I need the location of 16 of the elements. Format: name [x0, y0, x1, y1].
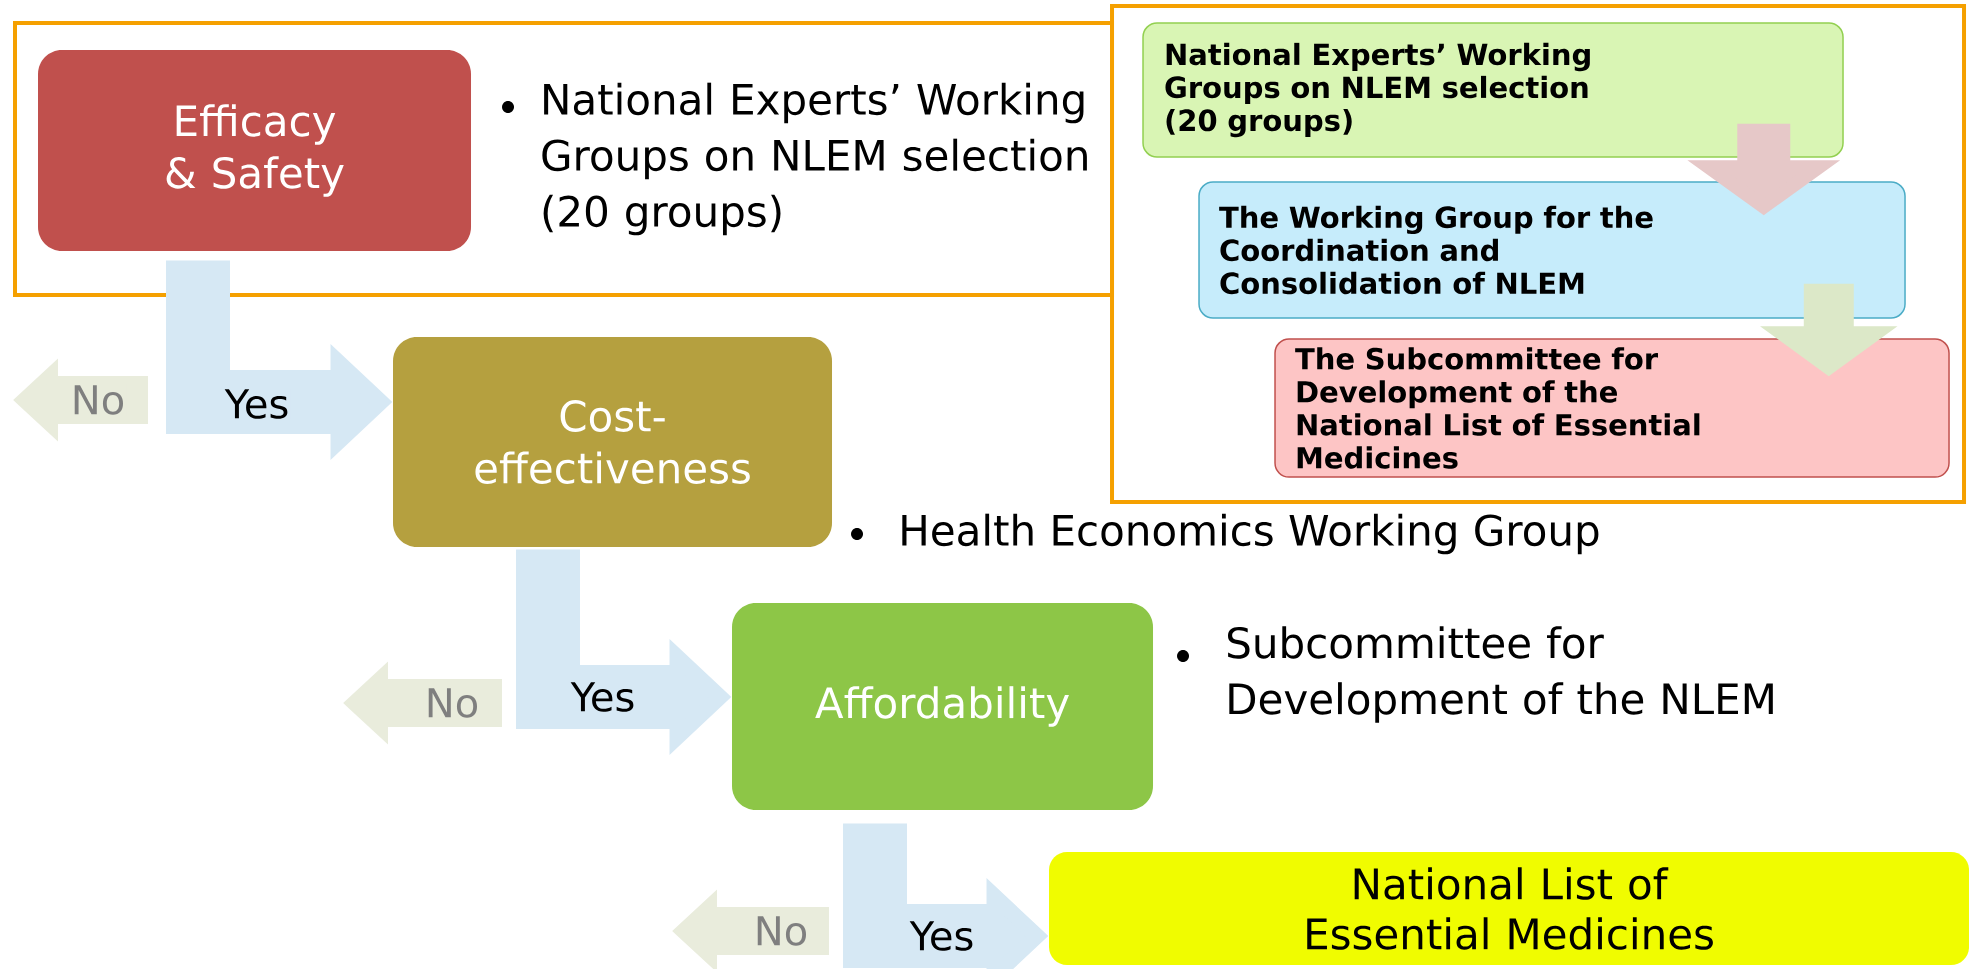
arrow-label: No [752, 915, 810, 947]
bullet-text: Health Economics Working Group [902, 513, 1599, 555]
arrow-label: No [423, 687, 481, 719]
bullet-text: Subcommittee for Development of the NLEM [1228, 626, 1773, 723]
result-box: National List of Essential Medicines [1049, 852, 1969, 965]
decision-box: Affordability [732, 603, 1153, 810]
decision-box: Efficacy & Safety [38, 50, 471, 251]
arrow-label: No [69, 384, 127, 416]
step-box: The Subcommittee for Development of the National List of Essential Medicines [1274, 338, 1950, 478]
step-box: The Working Group for the Coordination and Consolidation of NLEM [1198, 181, 1906, 319]
decision-box: Cost-effectiveness [393, 337, 832, 547]
edge-label: Yes [223, 388, 291, 420]
panel-frame [1110, 4, 1967, 504]
edge-label: Yes [569, 681, 637, 713]
step-box: National Experts’ Working Groups on NLEM selection (20 groups) [1142, 22, 1844, 158]
edge-label: Yes [908, 920, 976, 952]
